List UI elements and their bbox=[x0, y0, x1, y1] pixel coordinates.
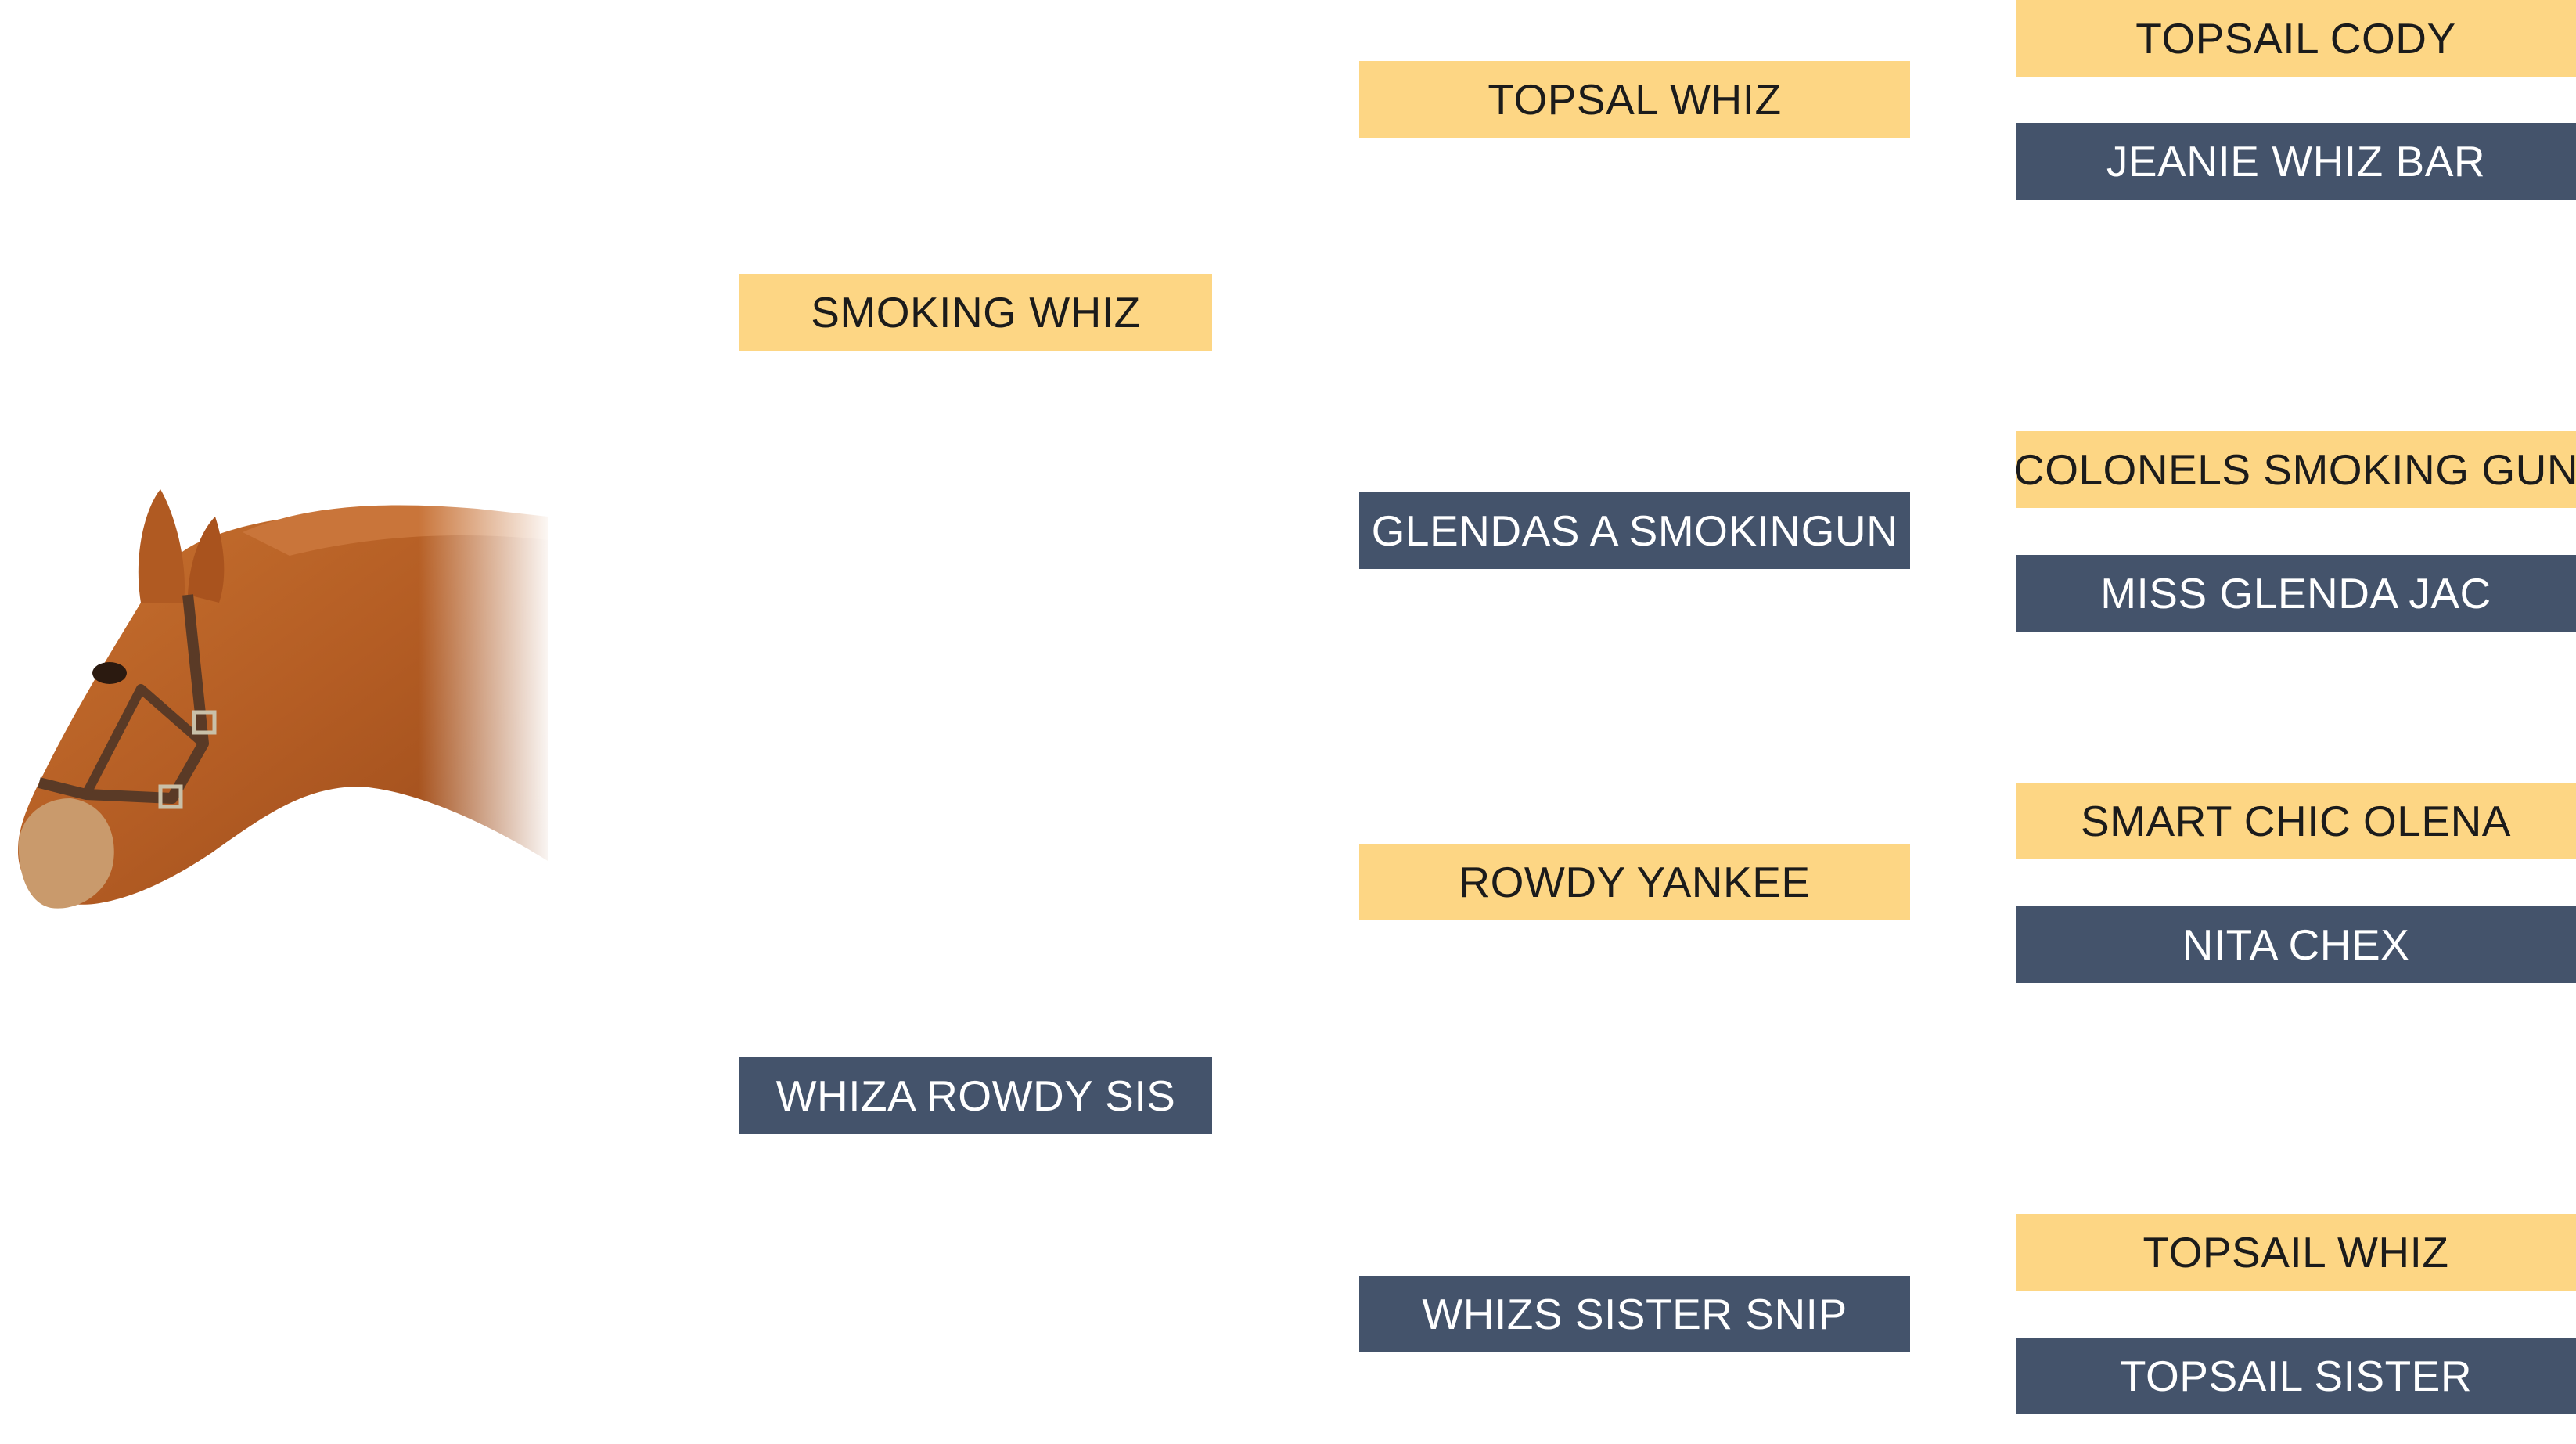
great-grandsire-1: TOPSAIL CODY bbox=[2016, 0, 2576, 77]
great-granddam-2: MISS GLENDA JAC bbox=[2016, 555, 2576, 632]
horse-head-image bbox=[8, 485, 556, 924]
great-grandsire-3: SMART CHIC OLENA bbox=[2016, 783, 2576, 859]
great-granddam-3: NITA CHEX bbox=[2016, 906, 2576, 983]
sire: SMOKING WHIZ bbox=[739, 274, 1212, 351]
paternal-granddam: GLENDAS A SMOKINGUN bbox=[1359, 492, 1910, 569]
paternal-grandsire: TOPSAL WHIZ bbox=[1359, 61, 1910, 138]
maternal-grandsire: ROWDY YANKEE bbox=[1359, 844, 1910, 920]
great-granddam-4: TOPSAIL SISTER bbox=[2016, 1338, 2576, 1414]
great-grandsire-4: TOPSAIL WHIZ bbox=[2016, 1214, 2576, 1291]
great-granddam-1: JEANIE WHIZ BAR bbox=[2016, 123, 2576, 200]
great-grandsire-2: COLONELS SMOKING GUN bbox=[2016, 431, 2576, 508]
dam: WHIZA ROWDY SIS bbox=[739, 1057, 1212, 1134]
maternal-granddam: WHIZS SISTER SNIP bbox=[1359, 1276, 1910, 1352]
